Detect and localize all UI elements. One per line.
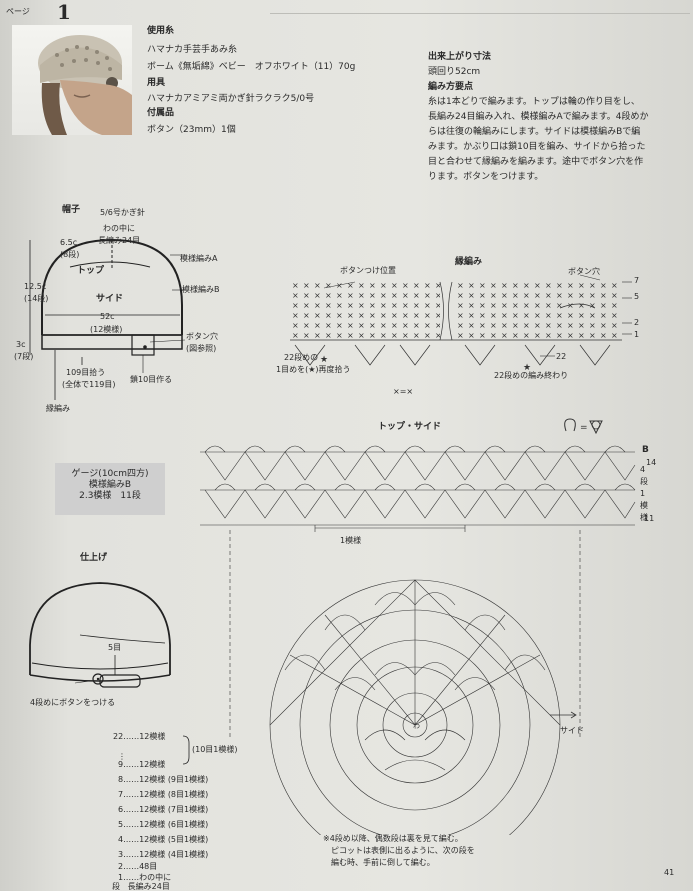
top-width: 6.5c <box>60 238 78 247</box>
page-number: 41 <box>664 868 675 877</box>
svg-text:=: = <box>580 423 588 433</box>
hook-size: 5/6号かぎ針 <box>100 208 145 217</box>
edge-height: 3c <box>16 340 26 349</box>
method-line-3: らは往復の輪編みにします。サイドは模様編みBで編 <box>428 127 641 137</box>
count-row-2: 2……48目 <box>118 862 158 871</box>
finished-size: 頭回り52cm <box>428 67 481 77</box>
row22-end: 22段めの編み終わり <box>494 371 569 380</box>
top-side-chart: わ <box>200 445 636 835</box>
yarn-line-1: ハマナカ手芸手あみ糸 <box>147 45 238 55</box>
edging-row-5: 5 <box>634 292 640 301</box>
svg-text:わ: わ <box>413 722 420 730</box>
pattern-a-label: 模様編みA <box>180 254 218 263</box>
ring-note-1: わの中に <box>103 224 135 233</box>
finishing-row5: 5目 <box>108 643 122 652</box>
pattern-b-label: 模様編みB <box>182 285 220 294</box>
gauge-line-1: ゲージ(10cm四方) <box>71 469 149 479</box>
count-row-9: 9……12模様 <box>118 760 166 769</box>
gauge-line-2: 模様編みB <box>88 480 132 490</box>
circumference-repeats: (12模様) <box>90 325 123 334</box>
yarn-heading: 使用糸 <box>147 26 175 36</box>
count-row-3: 3……12模様 (4目1模様) <box>118 850 209 859</box>
finished-heading: 出来上がり寸法 <box>428 52 492 62</box>
count-row-label: 段 長編み24目 <box>112 882 170 891</box>
method-line-6: ります。ボタンをつけます。 <box>428 172 544 182</box>
top-label: トップ <box>77 266 105 276</box>
side-height: 12.5c <box>24 282 47 291</box>
button-hole-label: ボタン穴 <box>186 332 218 341</box>
svg-text:★: ★ <box>523 363 531 373</box>
gauge-line-3: 2.3模様 11段 <box>79 491 141 501</box>
gauge-box: ゲージ(10cm四方) 模様編みB 2.3模様 11段 <box>55 463 165 515</box>
count-row-1: 1……わの中に <box>118 873 172 882</box>
group-note: (10目1模様) <box>192 745 238 754</box>
finishing-title: 仕上げ <box>80 553 108 563</box>
chart-row-11: 11 <box>644 514 655 523</box>
method-line-4: みます。かぶり口は鎖10目を編み、サイドから拾った <box>428 142 646 152</box>
chain-note: 鎖10目作る <box>130 375 173 384</box>
finishing-diagram <box>29 582 171 688</box>
notions-line: ボタン（23mm）1個 <box>147 125 236 135</box>
edging-row-7: 7 <box>634 276 640 285</box>
pattern-number: 1 <box>57 0 71 24</box>
edging-chart-title: 縁編み <box>455 257 483 267</box>
button-placement-note: 4段めにボタンをつける <box>30 698 116 707</box>
edge-rows: (7段) <box>14 352 34 361</box>
row22-start-2: 1目めを(★)再度拾う <box>276 365 351 374</box>
method-heading: 編み方要点 <box>428 82 474 92</box>
one-repeat-label: 1模様 <box>340 536 362 545</box>
stitch-symbol-legend: = <box>564 418 603 435</box>
group-bracket <box>182 735 190 765</box>
stitch-legend: ×=× <box>393 387 414 396</box>
note-line-3: 編む時、手前に倒して編む。 <box>331 858 435 867</box>
side-label: サイド <box>96 294 124 304</box>
pickup-note-2: (全体で119目) <box>62 380 116 389</box>
method-line-5: 目と合わせて縁編みを編みます。途中でボタン穴を作 <box>428 157 644 167</box>
circumference: 52c <box>100 312 115 321</box>
method-line-2: 長編み24目編み入れ、模様編みAで編みます。4段めか <box>428 112 649 122</box>
count-row-6: 6……12模様 (7目1模様) <box>118 805 209 814</box>
method-line-1: 糸は1本どりで編みます。トップは輪の作り目をし、 <box>428 97 640 107</box>
side-rows: (14段) <box>24 294 49 303</box>
side-direction-label: サイド <box>560 726 584 735</box>
pickup-note-1: 109目拾う <box>66 368 106 377</box>
count-row-5: 5……12模様 (6目1模様) <box>118 820 209 829</box>
button-hole-ref: (図参照) <box>186 344 217 353</box>
svg-text:★: ★ <box>320 355 328 365</box>
row22-mark: 22 <box>556 352 567 361</box>
notions-heading: 付属品 <box>147 108 175 118</box>
button-position-label: ボタンつけ位置 <box>340 266 396 275</box>
yarn-line-2: ボーム《無垢綿》ベビー オフホワイト（11）70g <box>147 62 356 72</box>
note-line-2: ピコットは表側に出るように、次の段を <box>331 846 475 855</box>
ring-note-2: 長編み24目 <box>98 236 141 245</box>
pattern-b-chart-label: B <box>642 445 649 455</box>
button-hole-chart-label: ボタン穴 <box>568 267 600 276</box>
tools-line: ハマナカアミアミ両かぎ針ラクラク5/0号 <box>147 94 315 104</box>
header-rule <box>270 13 690 14</box>
row22-start-1: 22段めの <box>284 353 319 362</box>
top-rows: (8段) <box>60 250 80 259</box>
edging-row-1: 1 <box>634 330 640 339</box>
edging-chart: × ★ ★ <box>290 274 632 373</box>
count-ellipsis: ⋮ <box>118 752 126 761</box>
hat-schematic <box>29 238 186 400</box>
tools-heading: 用具 <box>147 78 166 88</box>
hat-diagram-title: 帽子 <box>62 205 81 215</box>
top-side-title: トップ・サイド <box>378 422 442 432</box>
chart-row-14: 14 <box>646 458 657 467</box>
pattern-b-rows: 4段1模様 <box>640 465 648 522</box>
model-photo <box>12 25 132 135</box>
page-label: ページ <box>6 7 30 16</box>
edging-label: 縁編み <box>46 404 70 413</box>
hat-photo-illustration <box>38 35 132 135</box>
note-line-1: ※4段め以降、偶数段は裏を見て編む。 <box>323 834 463 843</box>
count-row-4: 4……12模様 (5目1模様) <box>118 835 209 844</box>
count-row-22: 22……12模様 <box>113 732 166 741</box>
count-row-7: 7……12模様 (8目1模様) <box>118 790 209 799</box>
edging-row-2: 2 <box>634 318 640 327</box>
count-row-8: 8……12模様 (9目1模様) <box>118 775 209 784</box>
